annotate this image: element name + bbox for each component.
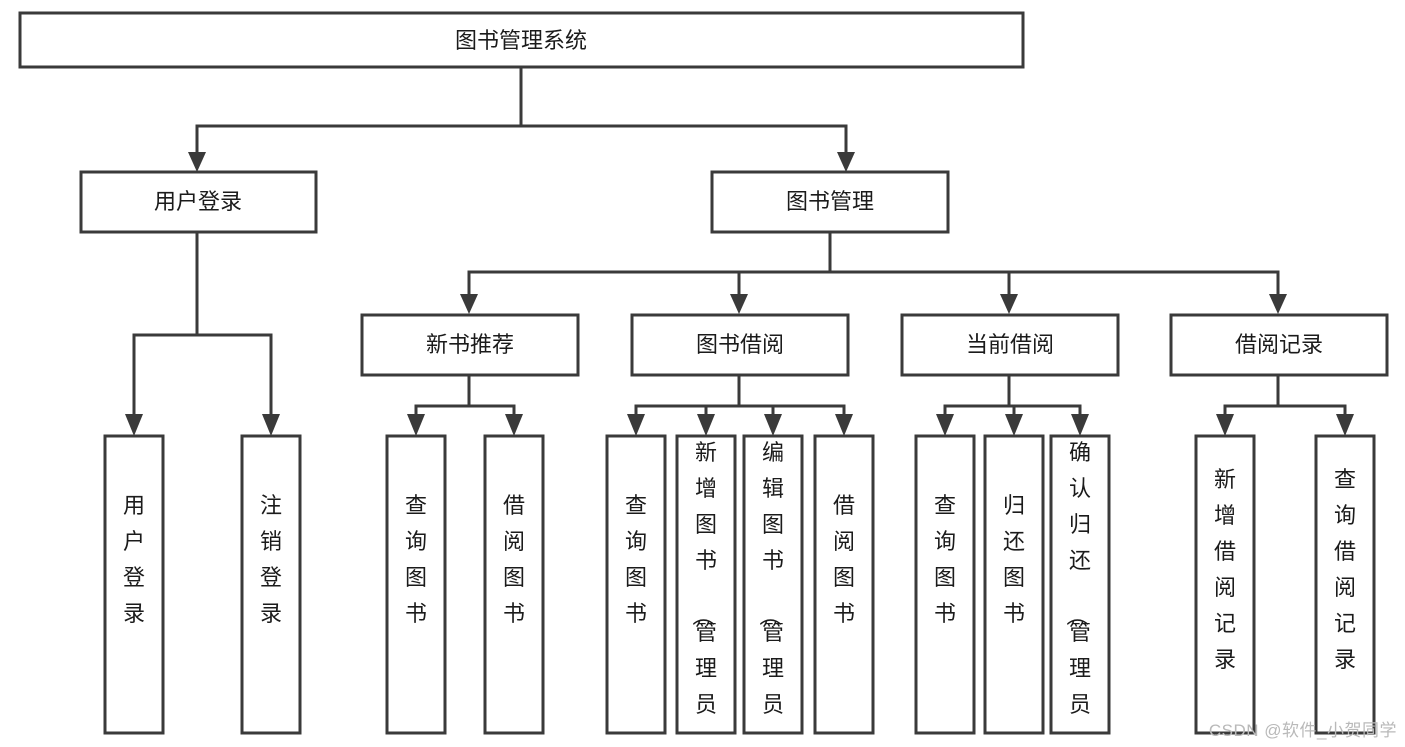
node-leaf-borrow-book-2[interactable]: 借阅图书	[813, 434, 875, 735]
node-leaf-query-borrow-record-label: 查询借阅记录	[1334, 467, 1356, 672]
node-leaf-add-book-admin-label: 新增图书（管理员）	[690, 440, 717, 747]
node-leaf-user-login[interactable]: 用户登录	[103, 434, 165, 735]
node-book-management-label: 图书管理	[786, 189, 874, 214]
node-leaf-logout-label: 注销登录	[260, 493, 282, 626]
node-new-book-recommend[interactable]: 新书推荐	[360, 313, 580, 377]
node-leaf-add-borrow-record[interactable]: 新增借阅记录	[1194, 434, 1256, 735]
node-current-borrow-label: 当前借阅	[966, 332, 1054, 357]
node-leaf-query-book-2[interactable]: 查询图书	[605, 434, 667, 735]
node-leaf-query-borrow-record[interactable]: 查询借阅记录	[1314, 434, 1376, 735]
connector-newbook-to-leaves	[407, 373, 523, 436]
node-root-label: 图书管理系统	[455, 28, 587, 53]
node-leaf-add-borrow-record-label: 新增借阅记录	[1214, 467, 1236, 672]
connector-root-to-level2	[188, 65, 855, 172]
node-leaf-query-book-2-label: 查询图书	[625, 493, 647, 626]
node-book-borrow[interactable]: 图书借阅	[630, 313, 850, 377]
connector-borrowrecord-to-leaves	[1216, 373, 1354, 436]
node-leaf-borrow-book-1[interactable]: 借阅图书	[483, 434, 545, 735]
node-leaf-return-book[interactable]: 归还图书	[983, 434, 1045, 735]
node-leaf-add-book-admin[interactable]: 新增图书（管理员）	[675, 434, 737, 747]
node-borrow-record[interactable]: 借阅记录	[1169, 313, 1389, 377]
node-leaf-borrow-book-2-label: 借阅图书	[833, 493, 855, 626]
node-current-borrow[interactable]: 当前借阅	[900, 313, 1120, 377]
node-leaf-edit-book-admin[interactable]: 编辑图书（管理员）	[742, 434, 804, 747]
node-user-login[interactable]: 用户登录	[79, 170, 318, 234]
node-leaf-query-book-3[interactable]: 查询图书	[914, 434, 976, 735]
node-leaf-query-book-1-label: 查询图书	[405, 493, 427, 626]
node-book-management[interactable]: 图书管理	[710, 170, 950, 234]
node-leaf-logout[interactable]: 注销登录	[240, 434, 302, 735]
node-leaf-query-book-1[interactable]: 查询图书	[385, 434, 447, 735]
csdn-watermark: CSDN @软件_小贺同学	[1208, 721, 1397, 740]
node-leaf-borrow-book-1-label: 借阅图书	[503, 493, 525, 626]
node-leaf-query-book-3-label: 查询图书	[934, 493, 956, 626]
node-leaf-user-login-label: 用户登录	[123, 493, 145, 626]
node-borrow-record-label: 借阅记录	[1235, 332, 1323, 357]
connector-currentborrow-to-leaves	[936, 373, 1089, 436]
node-root[interactable]: 图书管理系统	[18, 11, 1025, 69]
node-leaf-confirm-return-admin-label: 确认归还（管理员）	[1064, 440, 1091, 747]
node-book-borrow-label: 图书借阅	[696, 332, 784, 357]
node-leaf-return-book-label: 归还图书	[1003, 493, 1025, 626]
node-user-login-label: 用户登录	[154, 189, 242, 214]
connector-userlogin-to-leaves	[125, 230, 280, 436]
node-leaf-confirm-return-admin[interactable]: 确认归还（管理员）	[1049, 434, 1111, 747]
node-new-book-recommend-label: 新书推荐	[426, 332, 514, 357]
connector-bookborrow-to-leaves	[627, 373, 853, 436]
connector-bookmgmt-to-level3	[460, 230, 1287, 314]
node-leaf-edit-book-admin-label: 编辑图书（管理员）	[757, 440, 784, 747]
